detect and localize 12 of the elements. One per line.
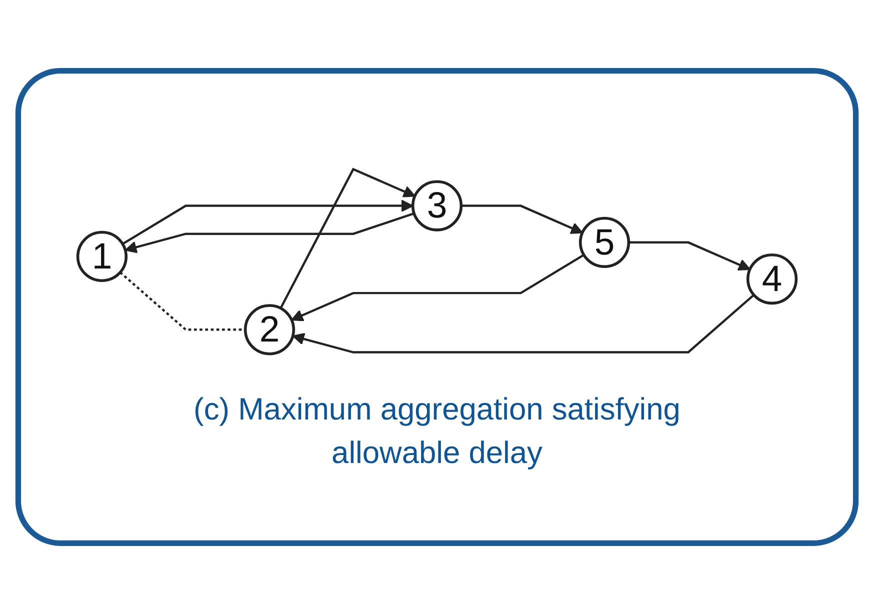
arrow: [279, 167, 415, 308]
arrow: [292, 294, 754, 353]
node-circle: 2: [243, 304, 295, 355]
arrow: [628, 240, 750, 270]
arrow: [460, 204, 582, 234]
node-circle: 3: [410, 180, 462, 231]
arrow: [290, 253, 584, 321]
node-circle: 1: [76, 230, 128, 282]
node-circle: 4: [746, 252, 798, 304]
arrow: [124, 212, 414, 253]
arrow: [122, 199, 413, 244]
node-circle: 5: [578, 216, 630, 268]
